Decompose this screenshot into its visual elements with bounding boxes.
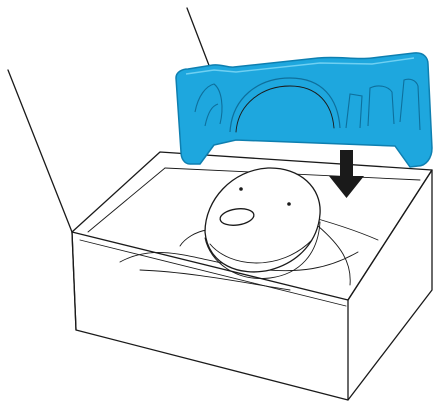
box-right-face (348, 170, 432, 400)
device-indicator-left (239, 187, 243, 191)
box-front-face (72, 232, 348, 400)
foam-insert (176, 53, 432, 167)
box-flap-back (187, 8, 210, 68)
down-arrow-icon (329, 150, 364, 198)
device (205, 168, 320, 279)
box-flap-left (8, 70, 72, 232)
box-inner-wall-left (88, 168, 165, 232)
device-indicator-right (287, 202, 291, 206)
